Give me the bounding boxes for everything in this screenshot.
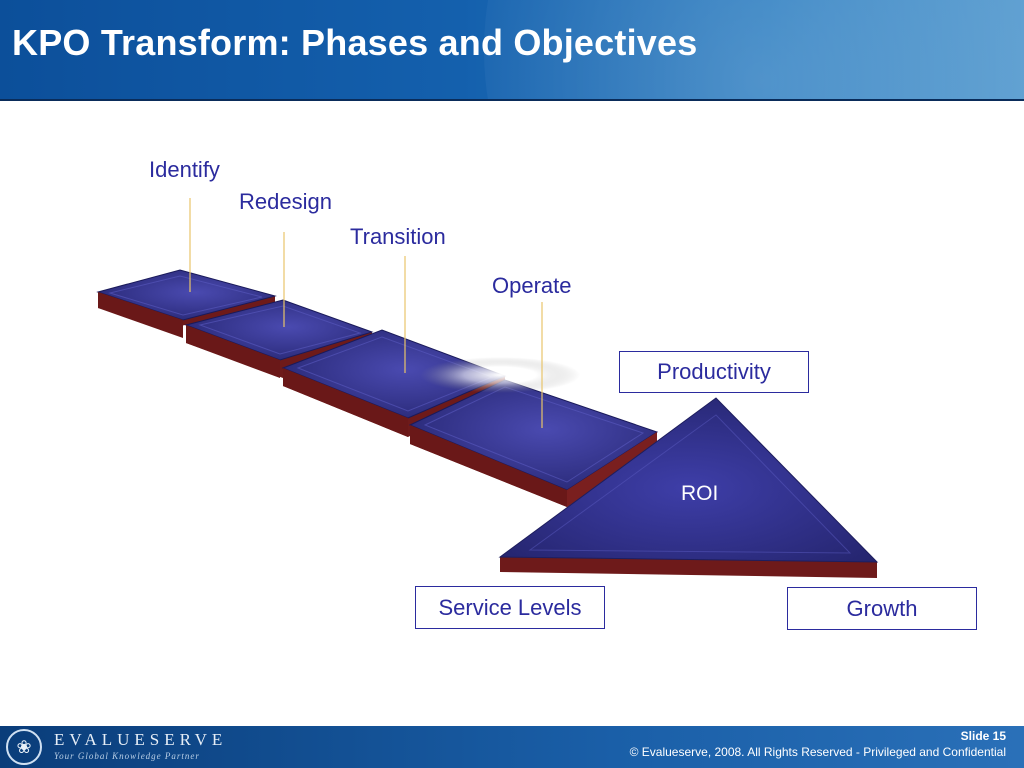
slide-title: KPO Transform: Phases and Objectives (12, 22, 698, 63)
slide-header: KPO Transform: Phases and Objectives (0, 0, 1024, 101)
phase-tile-operate (408, 379, 659, 507)
roi-triangle (498, 397, 879, 578)
phase-label-identify: Identify (149, 157, 220, 182)
slide-number: Slide 15 (960, 729, 1006, 743)
slide-footer: ❀ EVALUESERVE Your Global Knowledge Part… (0, 726, 1024, 768)
phase-label-operate: Operate (492, 273, 572, 298)
objective-roi: ROI (681, 482, 719, 505)
evalueserve-logo-icon: ❀ (6, 729, 42, 765)
brand-tagline: Your Global Knowledge Partner (54, 751, 200, 761)
globe-watermark (484, 0, 1024, 99)
phase-label-transition: Transition (350, 224, 446, 249)
phase-tile-identify (96, 269, 277, 338)
objective-growth: Growth (787, 587, 977, 630)
objective-service-levels: Service Levels (415, 586, 605, 629)
copyright-notice: © Evalueserve, 2008. All Rights Reserved… (629, 745, 1006, 759)
objective-productivity: Productivity (619, 351, 809, 393)
phase-label-redesign: Redesign (239, 189, 332, 214)
brand-name: EVALUESERVE (54, 730, 228, 749)
transition-glow (420, 357, 580, 393)
